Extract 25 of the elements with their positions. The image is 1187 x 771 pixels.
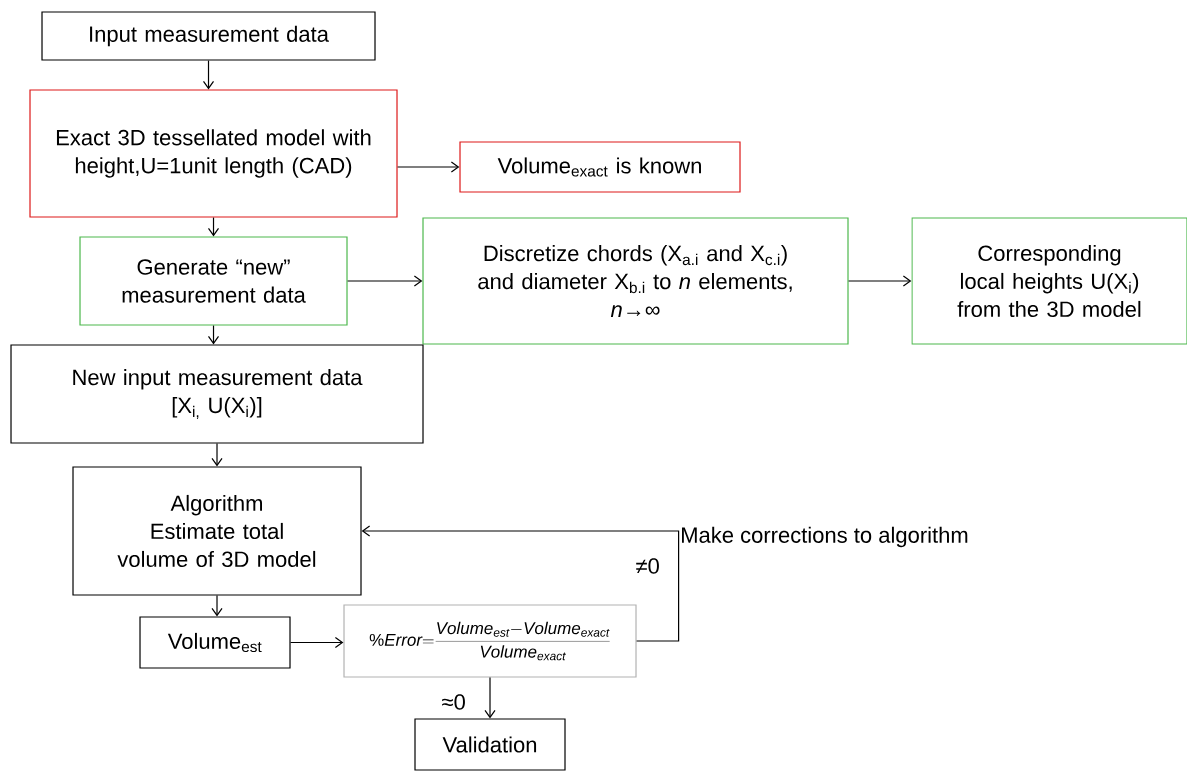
process-box: Algorithm Estimate total volume of 3D model — [72, 466, 362, 596]
arrow — [347, 275, 423, 287]
arrow — [211, 443, 223, 467]
arrow — [848, 275, 912, 287]
process-box: Generate “new” measurement data — [79, 236, 348, 326]
arrow — [361, 525, 680, 642]
process-box: Corresponding local heights U(X$_{i}$) from the 3D model — [911, 217, 1187, 345]
edge-label: ≠0 — [633, 556, 662, 576]
process-box: Input measurement data — [41, 11, 376, 61]
process-box: Volume$_{est}$ — [139, 616, 291, 669]
arrow — [290, 636, 344, 649]
process-box: Validation — [414, 718, 566, 771]
arrow — [397, 161, 460, 173]
formula-box: $\mathit{\%Error}\mathrm{=}\frac{\mathit{Volume}_{\mathit{est}}\mathrm{-}\mathit{Volume}_{\mathit{exact}}}{\mathit{Volume}_{\mathit{exact}}}$ — [343, 604, 637, 678]
process-box: Volume$_{exact}$ is known — [459, 141, 741, 193]
process-box: Discretize chords (X$_{a.i}$ and X$_{c.i}$) and diameter X$_{b.i}$ to n elements, n→∞ — [422, 217, 849, 345]
arrow — [207, 325, 220, 345]
edge-label: ≈0 — [439, 692, 468, 712]
arrow — [484, 677, 496, 719]
arrow — [207, 217, 220, 237]
arrow — [211, 595, 223, 617]
arrow — [202, 60, 215, 90]
process-box: Exact 3D tessellated model with height,U=1unit length (CAD) — [29, 89, 398, 218]
process-box: New input measurement data [X$_{i,}$ U(X$_{i}$)] — [10, 344, 424, 444]
note-text: Make corrections to algorithm — [682, 526, 968, 548]
